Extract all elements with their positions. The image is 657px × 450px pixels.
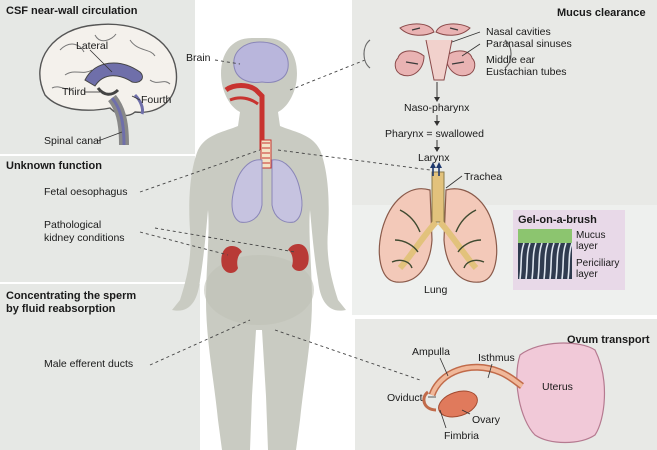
lateral-label: Lateral [76, 40, 109, 52]
uterus-label: Uterus [542, 381, 573, 393]
mucus-layer-label-line1: Mucus [576, 230, 606, 241]
periciliary-layer-label-line1: Periciliary [576, 258, 620, 269]
periciliary-layer-swatch [518, 242, 573, 280]
unknown-title: Unknown function [6, 160, 102, 172]
csf-title: CSF near-wall circulation [6, 5, 138, 17]
lung-illustration [378, 162, 498, 283]
naso-pharynx-label: Naso-pharynx [404, 102, 470, 114]
mucus-title: Mucus clearance [557, 7, 646, 19]
unknown-panel-bg [0, 155, 195, 283]
kidney-label-line2: kidney conditions [44, 232, 125, 244]
sperm-title-line1: Concentrating the sperm [6, 290, 137, 302]
middle-ear-label: Middle ear [486, 54, 536, 66]
sperm-panel-bg [0, 283, 200, 450]
third-label: Third [62, 86, 86, 98]
ovum-panel-bg [355, 318, 657, 450]
brain-label: Brain [186, 52, 211, 64]
mucus-layer-label-line2: layer [576, 241, 598, 252]
ovum-illustration [422, 342, 605, 444]
body-lung-right [271, 159, 303, 223]
kidney-right [288, 244, 309, 271]
mucus-layer-swatch [518, 229, 572, 243]
periciliary-layer-label-line2: layer [576, 269, 598, 280]
ovary-label: Ovary [472, 414, 501, 426]
lung-label: Lung [424, 284, 448, 296]
airway [224, 83, 272, 169]
mucus-panel-bg [352, 0, 657, 205]
larynx-label: Larynx [418, 152, 450, 164]
body-lung-left [231, 159, 263, 223]
fetal-oesophagus-label: Fetal oesophagus [44, 186, 128, 198]
head-brain [233, 41, 289, 83]
kidney-label-line1: Pathological [44, 219, 102, 231]
csf-brain-illustration [39, 23, 178, 146]
paranasal-sinuses-label: Paranasal sinuses [486, 38, 572, 50]
isthmus-label: Isthmus [478, 352, 515, 364]
trachea-label: Trachea [464, 171, 503, 183]
fimbria-label: Fimbria [444, 430, 480, 442]
ovum-title: Ovum transport [567, 334, 650, 346]
eustachian-tubes-label: Eustachian tubes [486, 66, 567, 78]
fourth-label: Fourth [141, 94, 172, 106]
nasal-sinus-illustration [363, 23, 512, 81]
male-efferent-ducts-label: Male efferent ducts [44, 358, 134, 370]
ampulla-label: Ampulla [412, 346, 450, 358]
spinal-canal-label: Spinal canal [44, 135, 102, 147]
kidney-left [221, 246, 242, 273]
nasal-cavities-label: Nasal cavities [486, 26, 551, 38]
sperm-title-line2: by fluid reabsorption [6, 303, 116, 315]
body-silhouette [172, 38, 346, 450]
gel-title: Gel-on-a-brush [518, 214, 597, 226]
oviduct-label: Oviduct [387, 392, 423, 404]
pharynx-label: Pharynx = swallowed [385, 128, 484, 140]
